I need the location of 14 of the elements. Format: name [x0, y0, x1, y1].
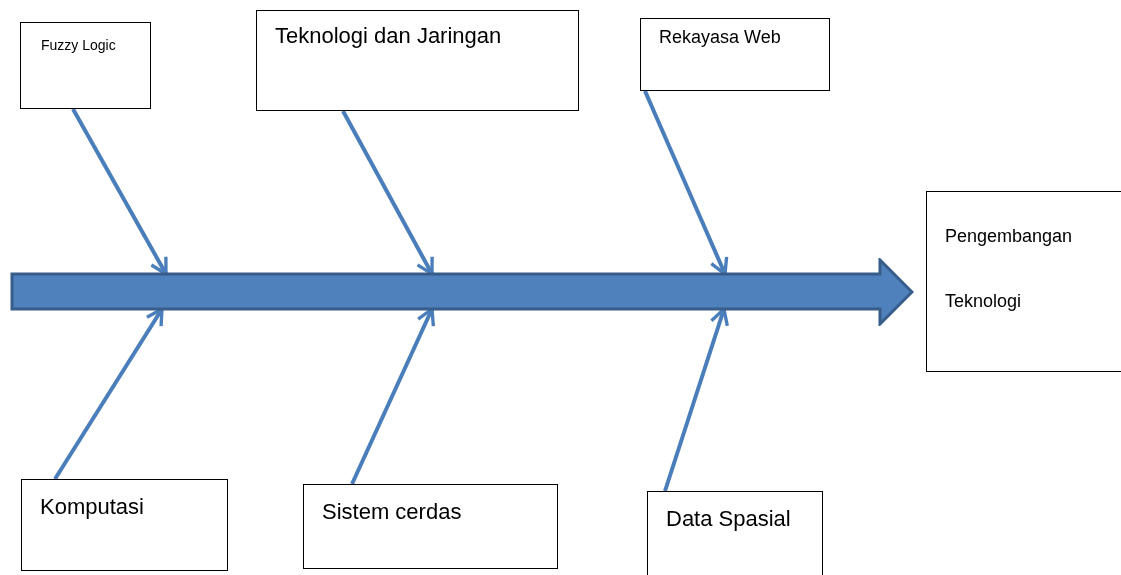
- box-label: Teknologi dan Jaringan: [275, 23, 503, 50]
- text-box: [647, 491, 823, 575]
- text-box: [303, 484, 558, 569]
- box-label: Pengembangan Teknologi: [945, 225, 1074, 313]
- text-box: [256, 10, 579, 111]
- box-label: Rekayasa Web: [659, 27, 782, 49]
- box-label: Fuzzy Logic: [41, 37, 117, 54]
- text-box: [640, 18, 830, 91]
- text-box: [20, 22, 151, 109]
- box-label: Sistem cerdas: [322, 499, 463, 526]
- text-box: [21, 479, 228, 571]
- box-label: Data Spasial: [666, 506, 792, 533]
- box-label: Komputasi: [40, 494, 145, 521]
- text-box: [926, 191, 1121, 372]
